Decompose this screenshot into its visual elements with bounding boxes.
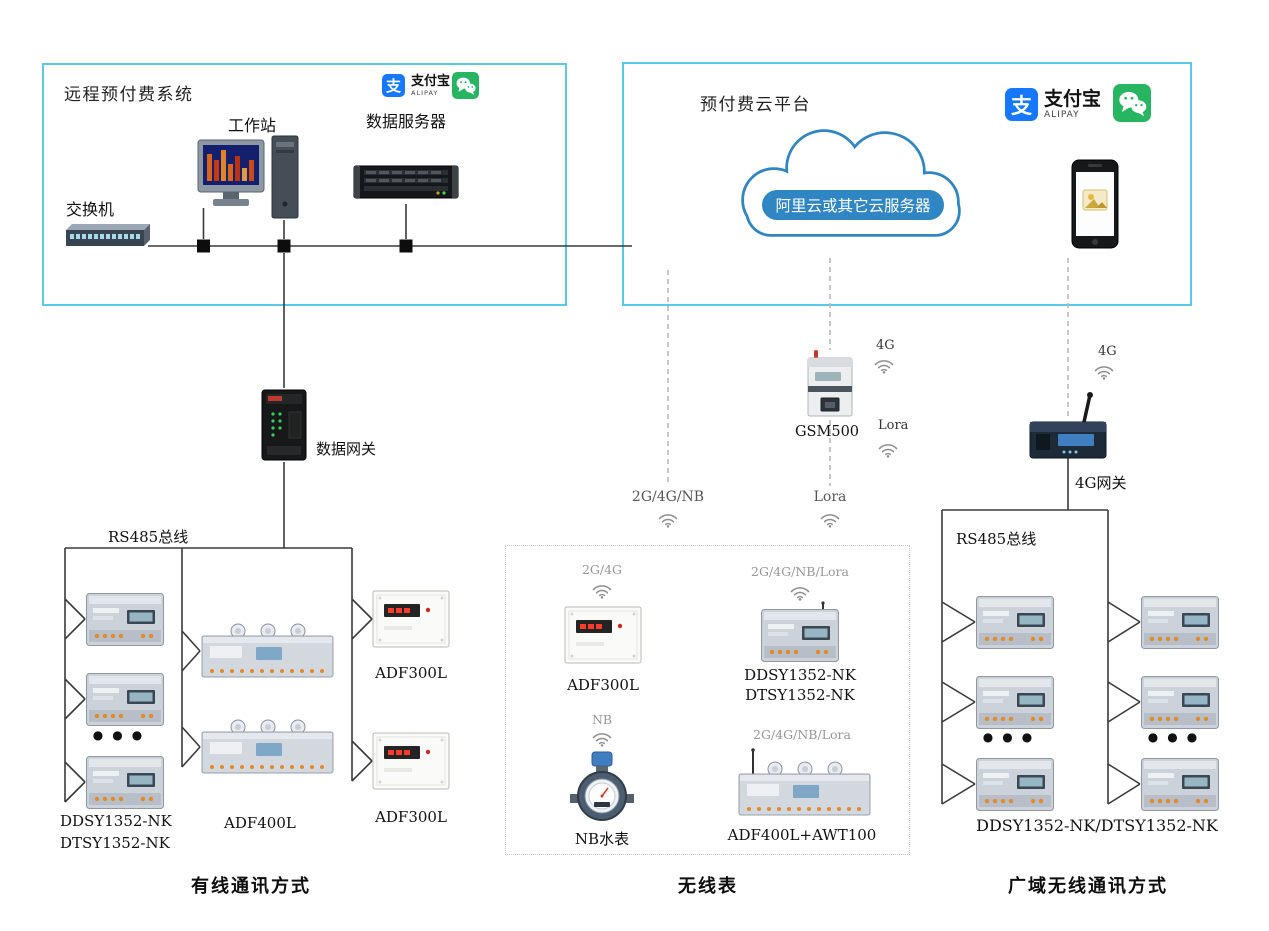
wechat-icon xyxy=(452,72,479,99)
wan-section-title: 广域无线通讯方式 xyxy=(1008,876,1168,897)
alipay-en-text: ALIPAY xyxy=(1044,109,1080,120)
din-meter xyxy=(975,675,1055,730)
cloud-label: 阿里云或其它云服务器 xyxy=(775,197,931,215)
alipay-en-text: ALIPAY xyxy=(411,88,439,97)
wifi-icon xyxy=(788,583,812,601)
adf300l-device xyxy=(372,590,450,648)
gsm500-device xyxy=(804,350,856,420)
adf400l-device xyxy=(200,718,335,776)
alipay-icon: 支 xyxy=(1005,88,1038,121)
wifi-icon xyxy=(818,510,842,528)
gsm-lora-label: Lora xyxy=(878,418,909,433)
rs485-label-left: RS485总线 xyxy=(108,528,189,546)
adf300l-label-bottom: ADF300L xyxy=(375,808,447,826)
rs485-label-right: RS485总线 xyxy=(956,530,1037,548)
ellipsis-dots: ●●● xyxy=(92,728,152,742)
wan-4g-gateway-device xyxy=(1028,390,1110,462)
cloud-graphic: 阿里云或其它云服务器 xyxy=(722,128,974,254)
alipay-logo-large: 支 支付宝 ALIPAY xyxy=(1005,88,1101,121)
din-meter xyxy=(85,755,165,810)
water-signal-label: NB xyxy=(591,712,613,727)
din-meter xyxy=(85,592,165,647)
wired-meter-label-1: DDSY1352-NK xyxy=(60,812,172,830)
lan-and-wired-bus-lines xyxy=(64,204,632,803)
ddsy-wireless-label-1: DDSY1352-NK xyxy=(744,666,856,684)
din-meter xyxy=(85,672,165,727)
wireless-meters-panel xyxy=(505,545,910,855)
wifi-icon xyxy=(656,510,680,528)
phone-device xyxy=(1070,158,1120,250)
nb-water-meter-label: NB水表 xyxy=(574,830,630,848)
wechat-icon xyxy=(1113,84,1151,122)
wifi-icon xyxy=(876,440,900,458)
switch-device xyxy=(60,220,150,250)
adf400l-awt100-label: ADF400L+AWT100 xyxy=(727,826,877,844)
switch-label: 交换机 xyxy=(66,200,115,219)
wifi-icon xyxy=(590,581,614,599)
server-label: 数据服务器 xyxy=(365,112,447,131)
ddsy-wireless-device xyxy=(757,601,843,663)
adf400l-awt100-device xyxy=(737,748,872,818)
data-gateway-device xyxy=(261,388,307,462)
adf400l-label: ADF400L xyxy=(224,814,296,832)
server-device xyxy=(352,160,460,204)
wireless-section-title: 无线表 xyxy=(678,876,738,897)
wan-4g-gateway-label: 4G网关 xyxy=(1075,474,1127,492)
din-meter xyxy=(1140,675,1220,730)
lan-tap-nodes xyxy=(197,239,413,253)
din-meter xyxy=(1140,757,1220,812)
lora-channel-label: Lora xyxy=(813,489,847,505)
adf400l-awt-signal-label: 2G/4G/NB/Lora xyxy=(753,727,851,742)
ddsy-wireless-label-2: DTSY1352-NK xyxy=(745,686,855,704)
data-gateway-label: 数据网关 xyxy=(316,440,377,458)
adf300l-signal-label: 2G/4G xyxy=(581,562,623,577)
adf300l-wireless-label: ADF300L xyxy=(567,676,639,694)
wifi-icon xyxy=(872,356,896,374)
ddsy-signal-label: 2G/4G/NB/Lora xyxy=(751,564,849,579)
alipay-icon: 支 xyxy=(382,74,405,97)
nb-water-meter-device xyxy=(570,750,634,822)
wan-meters-label: DDSY1352-NK/DTSY1352-NK xyxy=(976,816,1218,835)
wifi-icon xyxy=(590,729,614,747)
din-meter xyxy=(1140,595,1220,650)
wan-bus-lines xyxy=(941,458,1141,805)
wireless-channel-dashed-lines xyxy=(667,258,1069,486)
wan-4g-label: 4G xyxy=(1098,344,1117,359)
ellipsis-dots: ●●● xyxy=(982,730,1042,744)
adf300l-label-top: ADF300L xyxy=(375,664,447,682)
adf300l-wireless-device xyxy=(564,606,642,664)
local-system-title: 远程预付费系统 xyxy=(64,85,194,105)
din-meter xyxy=(975,757,1055,812)
cloud-platform-title: 预付费云平台 xyxy=(700,95,811,115)
adf300l-device xyxy=(372,732,450,790)
gsm-4g-label: 4G xyxy=(876,338,895,353)
gsm500-label: GSM500 xyxy=(794,424,860,440)
workstation-label: 工作站 xyxy=(227,116,277,135)
wired-meter-label-2: DTSY1352-NK xyxy=(60,834,170,852)
local-system-panel xyxy=(42,63,567,306)
din-meter xyxy=(975,595,1055,650)
alipay-cn-text: 支付宝 xyxy=(1044,87,1102,110)
wired-section-title: 有线通讯方式 xyxy=(191,876,311,897)
ellipsis-dots: ●●● xyxy=(1147,730,1207,744)
alipay-cn-text: 支付宝 xyxy=(411,73,451,89)
workstation-device xyxy=(196,134,308,226)
wifi-icon xyxy=(1092,362,1116,380)
nb-channel-label: 2G/4G/NB xyxy=(631,489,705,505)
adf400l-device xyxy=(200,622,335,680)
alipay-logo-small: 支 支付宝 ALIPAY xyxy=(382,74,450,97)
